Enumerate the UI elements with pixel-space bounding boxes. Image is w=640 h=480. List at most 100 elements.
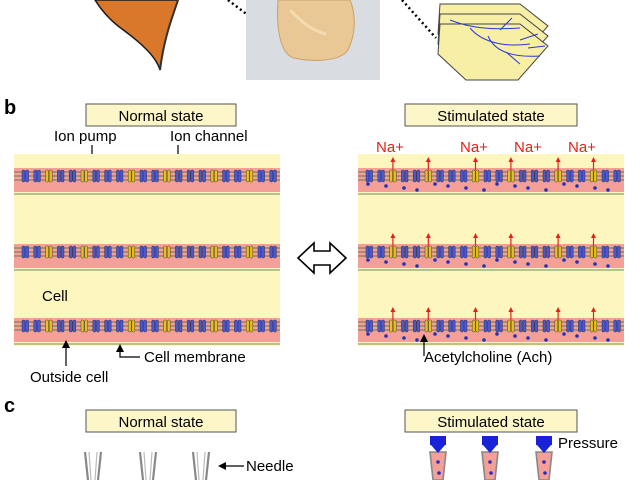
ion-channel: [593, 169, 597, 183]
ion-pump: [234, 319, 238, 333]
ion-pump: [107, 245, 112, 259]
acetylcholine-dot: [495, 332, 499, 336]
ion-pump: [546, 319, 550, 333]
normal-state-title-box-c: [85, 409, 237, 433]
ion-pump: [531, 245, 535, 259]
ion-pump: [448, 245, 452, 259]
acetylcholine-dot: [433, 332, 437, 336]
ion-channel: [472, 319, 476, 333]
needle-wall: [138, 451, 158, 480]
acetylcholine-dot: [415, 264, 419, 268]
fin-edge-dark: [159, 0, 179, 71]
ion-pump: [440, 319, 444, 333]
sodium-label: Na+: [376, 139, 404, 156]
sodium-flow-arrowhead: [591, 307, 596, 312]
ion-pump: [522, 319, 527, 333]
sodium-flow-arrowhead: [508, 233, 514, 238]
panel-c-letter: c: [4, 395, 15, 417]
ion-pump: [460, 319, 464, 333]
ion-pump: [139, 169, 144, 183]
ion-channel: [210, 319, 215, 333]
ion-pump: [225, 169, 230, 183]
acetylcholine-dot: [482, 188, 486, 192]
ion-pump: [175, 245, 179, 259]
acetylcholine-dot: [606, 264, 610, 268]
ion-pump: [546, 245, 550, 259]
acetylcholine-dot: [366, 332, 370, 336]
ion-pump: [273, 245, 277, 259]
cell-membrane-pointer: [119, 350, 140, 358]
ion-pump: [377, 245, 381, 259]
acetylcholine-dot: [446, 184, 450, 188]
ion-pump: [269, 319, 273, 333]
ion-pump: [381, 319, 385, 333]
ion-pump: [566, 319, 570, 333]
ion-channel: [389, 169, 393, 183]
ion-pump: [190, 245, 195, 259]
acetylcholine-dot: [384, 334, 388, 338]
ion-pump: [151, 319, 156, 333]
ion-pump: [60, 319, 65, 333]
ion-pump: [601, 319, 606, 333]
ion-channel: [507, 245, 511, 259]
ion-channel: [511, 319, 515, 333]
cell-membrane-pointer-head: [116, 344, 124, 352]
sodium-flow-arrowhead: [425, 307, 431, 312]
acetylcholine-dot: [464, 262, 468, 266]
acetylcholine-dot: [575, 184, 579, 188]
ion-pump: [581, 245, 586, 259]
ion-pump: [499, 169, 503, 183]
acetylcholine-dot: [606, 338, 610, 342]
ion-channel: [84, 319, 88, 333]
ion-pump: [92, 245, 97, 259]
ion-pump: [483, 245, 488, 259]
ion-pump: [413, 245, 417, 259]
ion-channel: [84, 169, 88, 183]
acetylcholine-dot: [543, 471, 547, 475]
ion-pump: [404, 319, 409, 333]
pressurized-needle: [481, 436, 499, 480]
ion-channel: [472, 169, 476, 183]
normal-membrane-row: [14, 318, 280, 345]
ion-pump: [613, 169, 617, 183]
ion-pump: [534, 169, 538, 183]
acetylcholine-dot: [436, 460, 440, 464]
sodium-flow-arrowhead: [591, 157, 596, 162]
acetylcholine-dot: [402, 336, 406, 340]
stacked-layers-diagram: [437, 3, 549, 81]
ion-channel: [424, 319, 429, 333]
ion-pump: [202, 169, 206, 183]
needle-inner: [88, 451, 98, 480]
ion-pump: [116, 319, 120, 333]
ion-pump: [578, 245, 582, 259]
ion-pump: [613, 245, 617, 259]
acetylcholine-dot: [366, 258, 370, 262]
ion-channel: [131, 169, 136, 183]
pressure-block: [430, 436, 446, 445]
ion-pump: [617, 169, 621, 183]
ion-channel: [389, 245, 393, 259]
ion-pump: [401, 245, 405, 259]
ion-channel: [511, 169, 515, 183]
sodium-flow-arrowhead: [390, 307, 396, 312]
ion-channel: [393, 245, 397, 259]
normal-membrane-row: [14, 168, 280, 195]
pressure-block: [536, 436, 552, 445]
ion-pump: [257, 169, 262, 183]
ion-pump: [269, 245, 273, 259]
ion-pump: [25, 319, 29, 333]
acetylcholine-dot: [402, 186, 406, 190]
ion-pump: [107, 319, 112, 333]
ion-channel: [214, 169, 218, 183]
acetylcholine-label: Acetylcholine (Ach): [424, 349, 552, 366]
acetylcholine-dot: [482, 338, 486, 342]
ion-channel: [127, 169, 132, 183]
pressure-label: Pressure: [558, 435, 618, 452]
ion-channel: [166, 245, 171, 259]
ion-channel: [127, 245, 132, 259]
ion-channel: [45, 319, 49, 333]
ion-pump: [273, 319, 277, 333]
ion-channel: [507, 319, 511, 333]
ion-channel: [45, 245, 49, 259]
